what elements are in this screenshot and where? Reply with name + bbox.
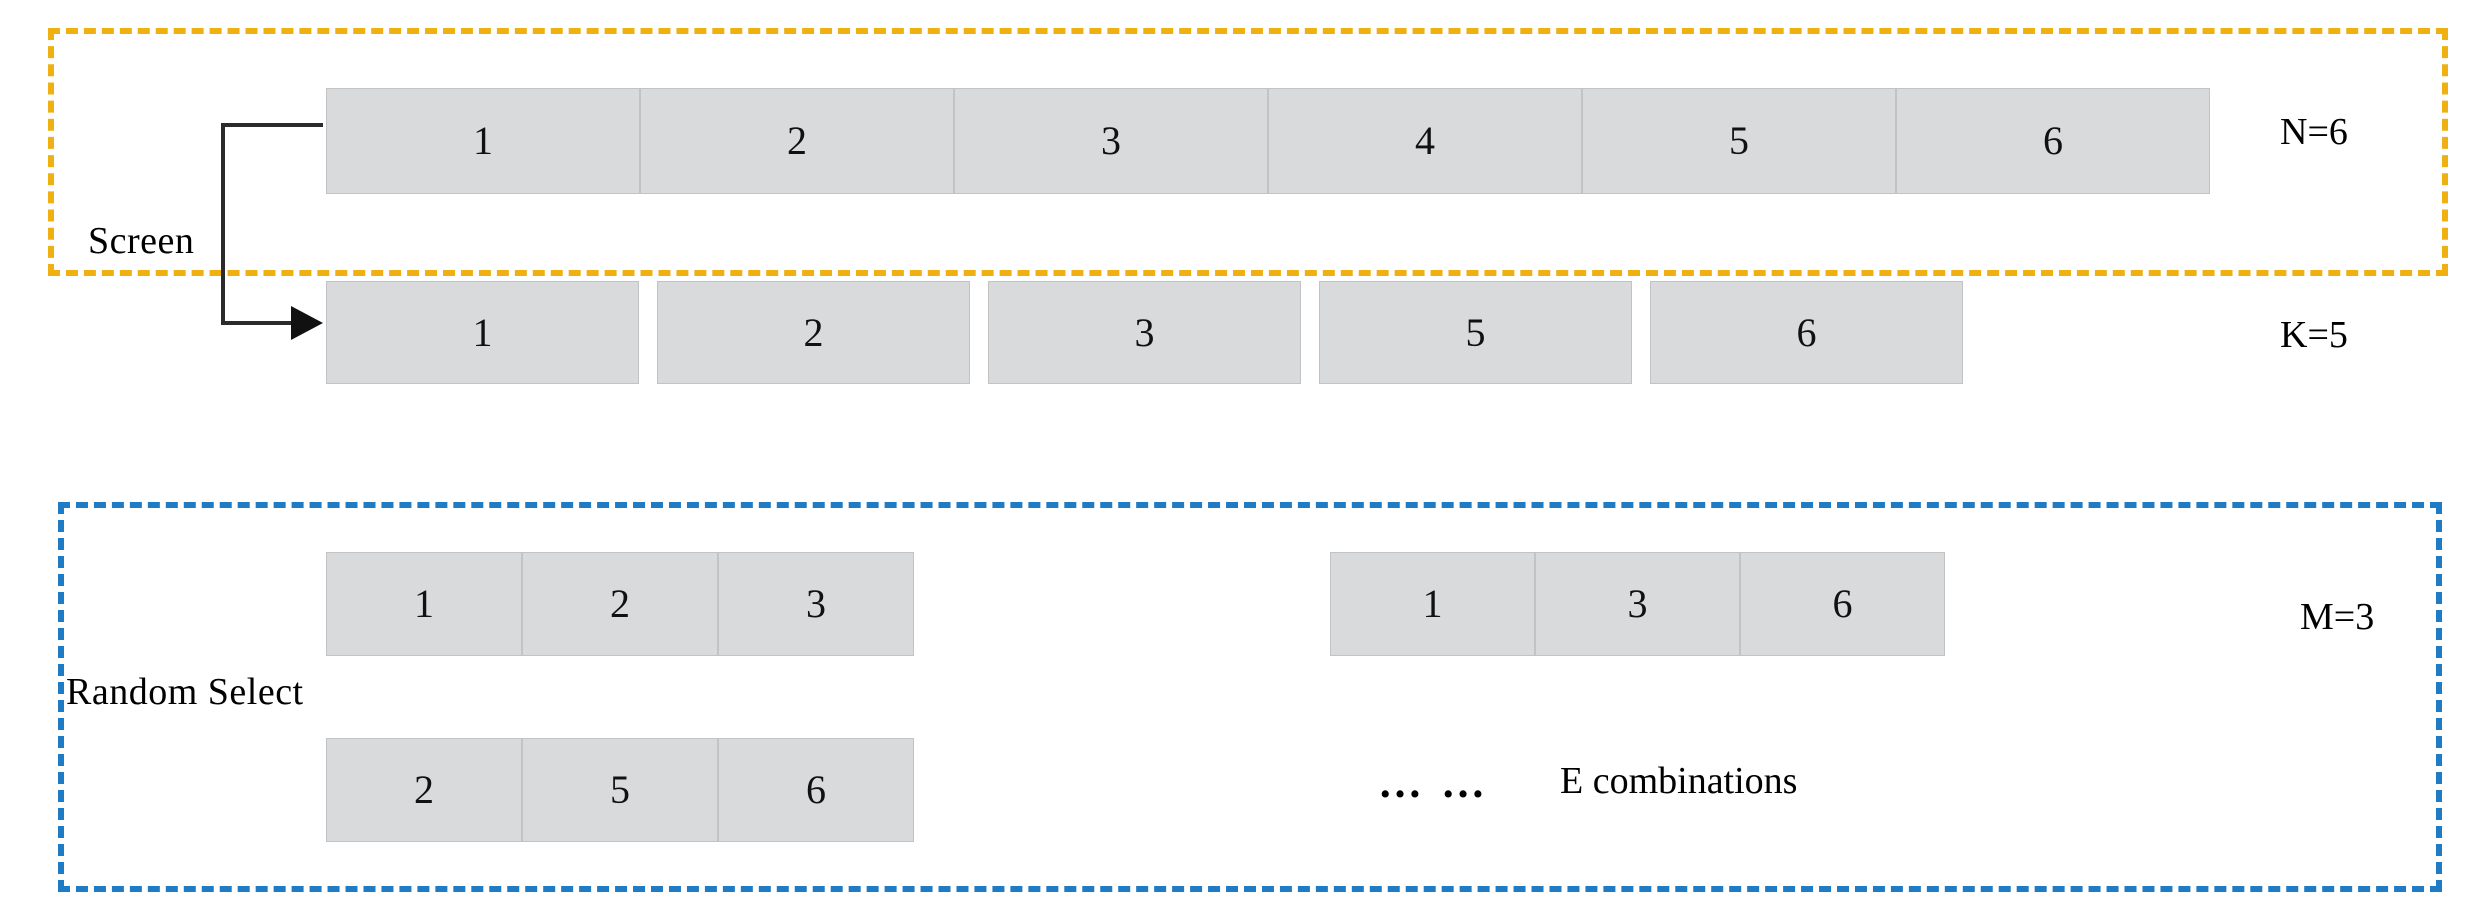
panel-screen-label: Screen xyxy=(88,220,195,262)
cell[interactable]: 1 xyxy=(326,552,522,656)
cell[interactable]: 5 xyxy=(1319,281,1632,384)
arrow-head-icon xyxy=(291,306,323,340)
cell[interactable]: 3 xyxy=(718,552,914,656)
ellipsis-indicator: … … xyxy=(1378,758,1489,807)
row-combination-c-cells: 2 5 6 xyxy=(326,738,914,842)
cell[interactable]: 5 xyxy=(522,738,718,842)
cell[interactable]: 6 xyxy=(1896,88,2210,194)
combinations-label: E combinations xyxy=(1560,760,1798,802)
cell[interactable]: 1 xyxy=(1330,552,1535,656)
row-combination-b-cells: 1 3 6 xyxy=(1330,552,1945,656)
connector-vertical-segment xyxy=(221,123,225,325)
row-combination-b-annotation: M=3 xyxy=(2300,596,2375,638)
panel-screen xyxy=(48,28,2448,276)
cell[interactable]: 5 xyxy=(1582,88,1896,194)
row-k-cells: 1 2 3 5 6 xyxy=(326,281,1963,384)
cell[interactable]: 2 xyxy=(657,281,970,384)
connector-top-segment xyxy=(221,123,323,127)
panel-random-select xyxy=(58,502,2442,892)
connector-bottom-segment xyxy=(221,321,293,325)
cell[interactable]: 2 xyxy=(326,738,522,842)
cell[interactable]: 6 xyxy=(718,738,914,842)
cell[interactable]: 1 xyxy=(326,88,640,194)
cell[interactable]: 6 xyxy=(1650,281,1963,384)
cell[interactable]: 1 xyxy=(326,281,639,384)
cell[interactable]: 3 xyxy=(988,281,1301,384)
cell[interactable]: 2 xyxy=(522,552,718,656)
row-n-annotation: N=6 xyxy=(2280,111,2348,153)
row-combination-a-cells: 1 2 3 xyxy=(326,552,914,656)
cell[interactable]: 3 xyxy=(954,88,1268,194)
row-n-cells: 1 2 3 4 5 6 xyxy=(326,88,2210,194)
row-k-annotation: K=5 xyxy=(2280,314,2348,356)
cell[interactable]: 3 xyxy=(1535,552,1740,656)
cell[interactable]: 4 xyxy=(1268,88,1582,194)
panel-random-select-label: Random Select xyxy=(66,671,304,713)
cell[interactable]: 6 xyxy=(1740,552,1945,656)
cell[interactable]: 2 xyxy=(640,88,954,194)
